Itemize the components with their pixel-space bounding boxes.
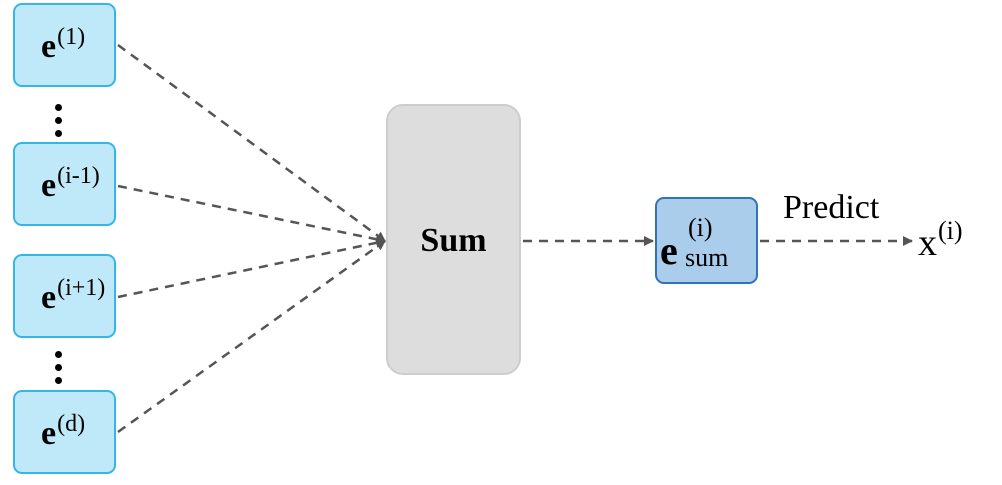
- embedding-label: e(i+1): [41, 276, 105, 316]
- embedding-base: e: [41, 167, 57, 204]
- summed-embedding-subscript: sum: [685, 243, 729, 272]
- embedding-base: e: [41, 279, 57, 316]
- embedding-label: e(i-1): [41, 164, 100, 204]
- output-feature: x(i): [918, 218, 963, 264]
- ellipsis-lower: [55, 351, 63, 385]
- edge-input-4-to-sum: [117, 239, 386, 434]
- embedding-base: e: [41, 415, 57, 452]
- summed-embedding-base: e: [660, 228, 678, 273]
- summed-embedding-index: (i): [688, 213, 713, 242]
- sum-label: Sum: [420, 222, 487, 259]
- sum-aggregator: Sum: [386, 104, 521, 375]
- edge-input-1-to-sum: [117, 43, 386, 243]
- embedding-label: e(d): [41, 412, 85, 452]
- input-embedding-3: e(i+1): [13, 254, 116, 338]
- input-embedding-2: e(i-1): [13, 142, 116, 226]
- embedding-label: e(1): [41, 25, 85, 65]
- ellipsis-upper: [55, 104, 63, 138]
- embedding-base: e: [41, 28, 57, 65]
- edge-input-3-to-sum: [117, 237, 386, 299]
- summed-embedding: e (i) sum: [655, 197, 758, 284]
- edge-input-2-to-sum: [117, 184, 386, 245]
- embedding-index: (i-1): [57, 163, 100, 189]
- embedding-index: (d): [57, 411, 86, 437]
- embedding-index: (i+1): [57, 275, 106, 301]
- embedding-index: (1): [57, 24, 86, 50]
- output-base: x: [918, 222, 937, 264]
- predict-label: Predict: [783, 189, 880, 226]
- input-embedding-1: e(1): [13, 3, 116, 87]
- output-index: (i): [938, 216, 963, 245]
- input-embedding-4: e(d): [13, 390, 116, 474]
